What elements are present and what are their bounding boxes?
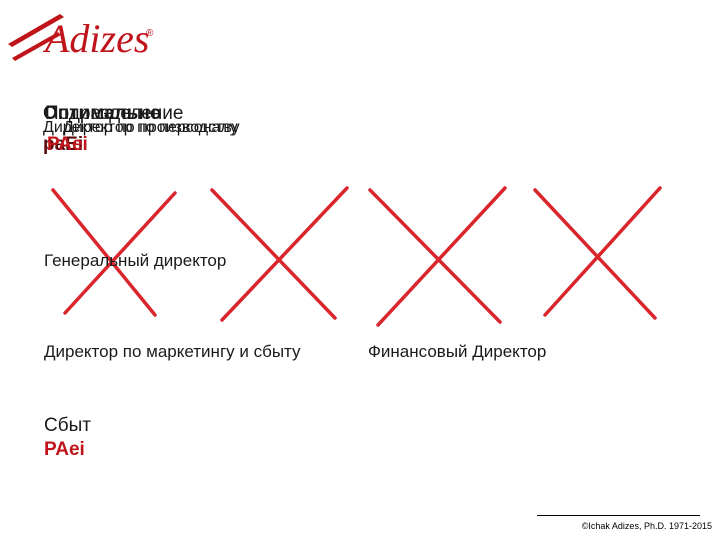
- adizes-logo: Adizes ®: [8, 14, 154, 61]
- code-overlay-paei-lower: paEi: [43, 134, 84, 155]
- marketing-director-label: Директор по маркетингу и сбыту: [44, 342, 301, 361]
- logo-text: Adizes: [42, 16, 149, 61]
- role-overlay-hr-director: Директор по персоналу: [63, 119, 238, 136]
- copyright-text: ©Ichak Adizes, Ph.D. 1971-2015: [581, 521, 712, 531]
- logo-mark-bar: [8, 14, 64, 47]
- footer-divider: [537, 515, 700, 516]
- logo-mark-bar-lower: [12, 32, 61, 61]
- role-overlay-department: Подразделение: [45, 103, 184, 124]
- role-overlay-optimal: Оптимально: [43, 103, 162, 124]
- cross-4-stroke-b: [543, 186, 662, 317]
- finance-director-label: Финансовый Директор: [368, 342, 547, 361]
- logo-registered-mark: ®: [146, 28, 154, 39]
- cross-3-stroke-b: [376, 186, 507, 327]
- role-overlay-production-director: Директор по производству: [43, 119, 240, 136]
- general-director-label: Генеральный директор: [44, 251, 227, 270]
- cross-1-stroke-a: [51, 188, 157, 317]
- cross-2-stroke-b: [220, 186, 349, 322]
- cross-4-stroke-a: [533, 188, 657, 320]
- sales-label: Сбыт: [44, 415, 91, 436]
- cross-2-stroke-a: [210, 188, 337, 320]
- cross-3-stroke-a: [368, 188, 502, 324]
- code-overlay-paei-upper: PAei: [47, 134, 88, 155]
- cross-1-stroke-b: [63, 191, 177, 315]
- sales-code: PAei: [44, 439, 85, 460]
